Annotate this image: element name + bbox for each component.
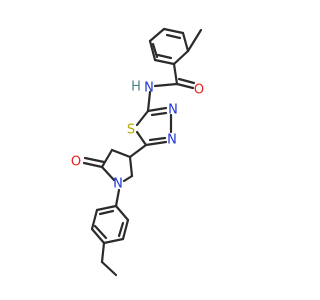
- toluene-ring: [148, 27, 203, 66]
- bond: [100, 148, 114, 169]
- amide-n-label: N: [144, 81, 154, 96]
- bond: [146, 90, 152, 113]
- bond: [165, 33, 182, 40]
- bond: [122, 174, 134, 183]
- amide-group: [146, 62, 196, 113]
- bond: [177, 77, 196, 85]
- bond: [153, 82, 179, 88]
- bond: [175, 82, 195, 90]
- bond: [128, 143, 148, 159]
- thiadiazole-s-label: S: [127, 123, 135, 138]
- lactam-o-label: O: [71, 155, 81, 170]
- bond: [148, 27, 166, 43]
- bond: [114, 188, 121, 208]
- bond: [172, 62, 179, 86]
- bond: [181, 31, 190, 53]
- thiadiazole-ring: [135, 106, 173, 147]
- bond: [102, 237, 125, 245]
- bond: [153, 58, 176, 66]
- methyl-bond: [186, 28, 203, 53]
- amide-h-label: H: [131, 80, 141, 95]
- bond: [144, 140, 168, 147]
- bond: [100, 260, 118, 277]
- bond: [114, 204, 130, 222]
- thiadiazole-n1-label: N: [168, 103, 178, 118]
- bond: [121, 218, 130, 241]
- ethylphenyl-group: [90, 188, 130, 277]
- bond: [156, 53, 173, 60]
- molecule-structure: H N O S N N O N: [71, 27, 204, 277]
- bond: [128, 155, 134, 178]
- bond: [135, 130, 148, 147]
- bond: [98, 209, 115, 216]
- carbonyl-o-label: O: [194, 83, 204, 98]
- bond: [150, 111, 168, 117]
- bond: [148, 136, 167, 142]
- bond: [82, 161, 104, 169]
- bond: [100, 165, 116, 182]
- bond: [90, 227, 106, 245]
- thiadiazole-n2-label: N: [167, 133, 177, 148]
- bond: [90, 208, 99, 231]
- bond: [135, 109, 150, 127]
- bond: [100, 241, 106, 264]
- lactam-n-label: N: [113, 177, 123, 192]
- bond: [117, 221, 125, 238]
- bond: [162, 27, 185, 35]
- bond: [95, 204, 118, 212]
- bond: [110, 148, 132, 159]
- bond: [93, 224, 108, 240]
- bond: [83, 156, 106, 164]
- bond: [172, 49, 190, 66]
- bond: [146, 106, 168, 113]
- bond: [148, 39, 157, 62]
- bond: [151, 42, 159, 59]
- pyrrolidinone-ring: [82, 143, 148, 183]
